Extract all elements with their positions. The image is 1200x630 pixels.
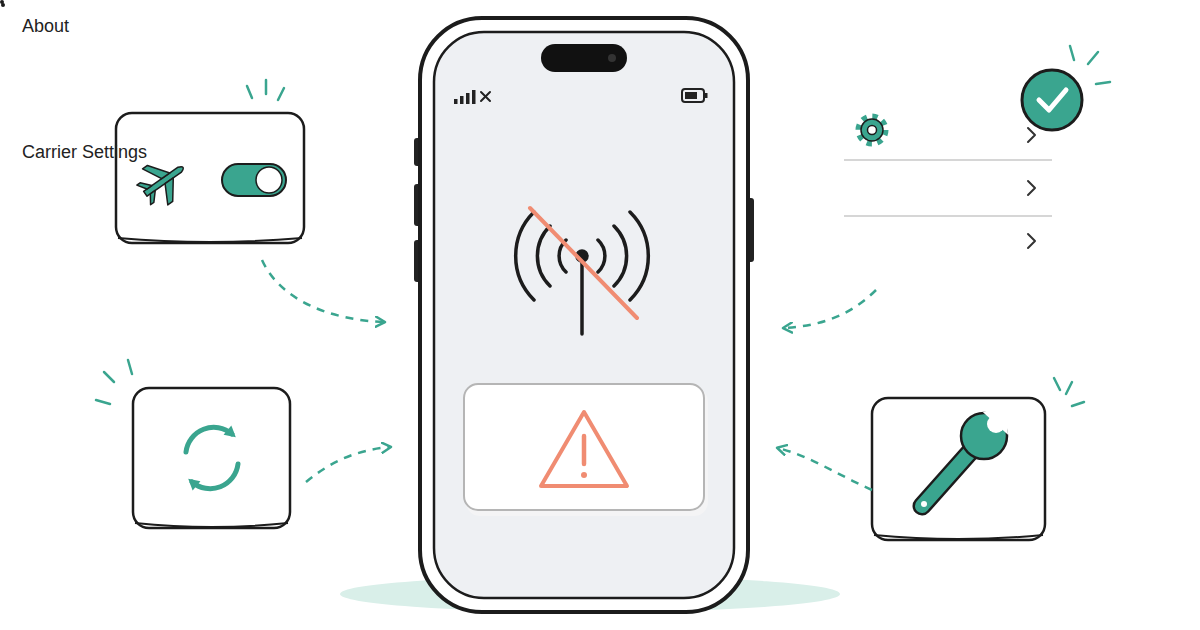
- warning-triangle: [541, 412, 627, 486]
- dashed-arrow: [262, 260, 384, 322]
- phone-screen: [434, 32, 734, 598]
- battery-icon: [682, 89, 708, 102]
- phone-body: [420, 18, 748, 612]
- card-edge: [118, 238, 302, 242]
- card-edge: [874, 535, 1043, 539]
- check-badge: [1022, 70, 1082, 130]
- wrench-icon: [921, 411, 1008, 507]
- chevrons: [1028, 128, 1035, 248]
- card-edge: [135, 523, 288, 527]
- gear-icon: [859, 117, 885, 143]
- sparkle: [1070, 46, 1110, 84]
- dynamic-island: [541, 44, 627, 72]
- row-divider: [844, 159, 1052, 161]
- warning-mark: [582, 436, 587, 464]
- warning-box: [464, 384, 704, 510]
- no-signal-cross: [481, 92, 490, 101]
- wrench-card: [872, 398, 1045, 540]
- sparkle: [96, 360, 132, 404]
- sync-icon: [186, 427, 238, 488]
- toggle-switch: [222, 164, 286, 196]
- menu-label: Carrier Settings: [22, 142, 147, 163]
- airplane-card: [116, 113, 304, 243]
- sparkle: [247, 80, 284, 100]
- menu-label: About: [22, 16, 69, 37]
- camera: [608, 54, 616, 62]
- warning-dot: [581, 472, 587, 478]
- sparkle: [1054, 378, 1084, 406]
- dashed-arrow: [306, 447, 390, 482]
- toggle-knob: [256, 167, 282, 193]
- antenna-icon: [516, 212, 649, 334]
- dashed-arrow: [778, 448, 872, 490]
- sync-card: [133, 388, 290, 528]
- signal-slash: [530, 208, 637, 318]
- settings-card: Carrier SettingsAbout: [0, 0, 4, 4]
- dashed-arrow: [784, 290, 876, 328]
- row-divider: [844, 215, 1052, 217]
- signal-bars: [454, 90, 476, 104]
